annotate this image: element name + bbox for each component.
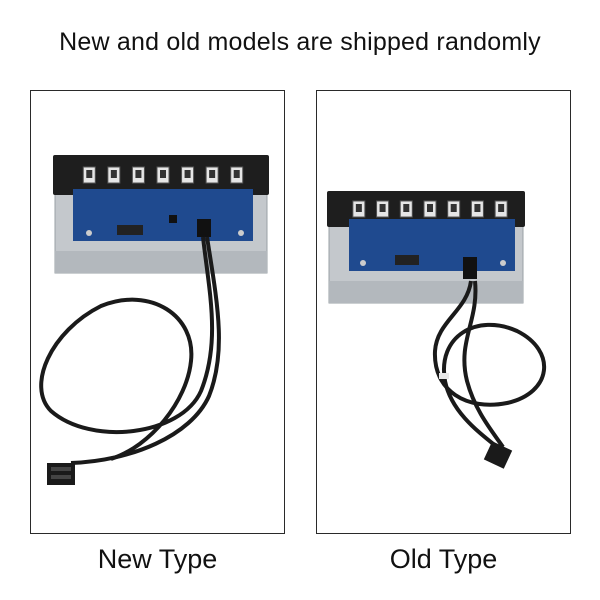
new-power-connector <box>117 225 143 235</box>
new-type-product-photo <box>39 155 269 485</box>
new-usb-ports <box>82 166 244 184</box>
old-end-connector <box>483 441 513 469</box>
old-usb-port-slot <box>450 204 457 212</box>
new-type-caption: New Type <box>97 544 218 574</box>
new-usb-port-slot <box>135 170 142 178</box>
new-usb-port-slot <box>233 170 240 178</box>
new-usb-port-slot <box>86 170 93 178</box>
old-header-connector <box>463 257 477 279</box>
old-usb-port-slot <box>355 204 362 212</box>
old-usb-port-slot <box>498 204 505 212</box>
new-type-image-panel <box>30 90 285 534</box>
headline: New and old models are shipped randomly <box>59 28 541 56</box>
new-cable-1 <box>39 236 215 461</box>
old-usb-port-slot <box>474 204 481 212</box>
new-usb-port-slot <box>184 170 191 178</box>
old-cable-2 <box>462 280 505 449</box>
new-header-connector <box>197 219 211 237</box>
new-pcb-board <box>73 189 253 241</box>
new-usb-port-slot <box>209 170 216 178</box>
new-cable-2 <box>70 236 221 465</box>
old-usb-port-slot <box>427 204 433 212</box>
old-usb-port-slot <box>379 204 386 212</box>
old-cable-1 <box>432 280 546 449</box>
old-type-image-panel <box>316 90 571 534</box>
old-cable-tie <box>439 373 449 379</box>
old-type-product-photo <box>327 191 546 469</box>
old-power-connector <box>395 255 419 265</box>
old-usb-port-slot <box>403 204 410 212</box>
new-usb-port-slot <box>110 170 117 178</box>
old-usb-ports <box>352 200 508 218</box>
old-type-caption: Old Type <box>389 544 498 574</box>
new-end-connector <box>47 463 75 485</box>
new-usb-port-slot <box>160 170 166 178</box>
old-pcb-board <box>349 219 515 271</box>
